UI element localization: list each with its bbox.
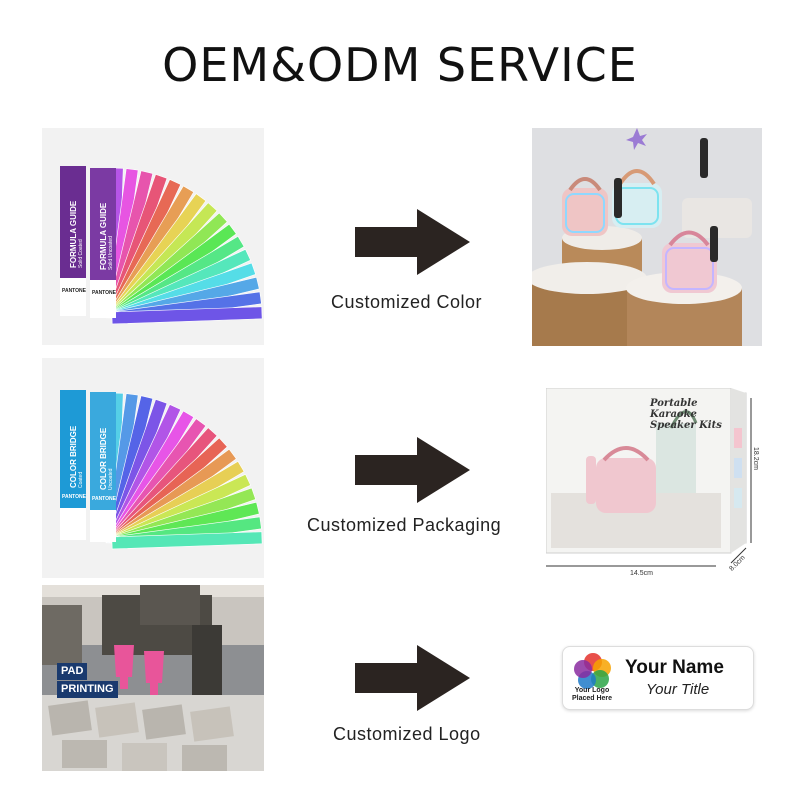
- logo-line2: Placed Here: [571, 695, 613, 702]
- packaging-box-image: [545, 387, 756, 578]
- label-customized-packaging: Customized Packaging: [307, 515, 502, 535]
- namecard-name: Your Name: [625, 657, 724, 678]
- logo-line1: Your Logo: [574, 687, 610, 694]
- dim-width: 14.5cm: [630, 570, 653, 577]
- bridge-2-title: COLOR BRIDGE: [99, 427, 108, 490]
- arrow-right-icon: [355, 437, 470, 503]
- namecard-title: Your Title: [646, 681, 710, 698]
- arrow-right-icon: [355, 209, 470, 275]
- bridge-2-brand: PANTONE: [92, 496, 117, 502]
- guide-2-title: FORMULA GUIDE: [99, 202, 108, 270]
- guide-2-brand: PANTONE: [92, 290, 117, 296]
- bridge-1-title: COLOR BRIDGE: [69, 425, 78, 488]
- box-title-line2: Speaker Kits: [650, 420, 722, 431]
- bridge-1-sub: Coated: [78, 472, 84, 488]
- label-customized-color: Customized Color: [331, 292, 483, 312]
- label-customized-logo: Customized Logo: [333, 724, 481, 744]
- arrow-right-icon: [355, 645, 470, 711]
- box-title: Portable Karaoke Speaker Kits: [650, 398, 730, 431]
- karaoke-speakers-photo: [532, 128, 762, 346]
- logo-flower-icon: [574, 653, 611, 689]
- guide-1-title: FORMULA GUIDE: [69, 200, 78, 268]
- color-bridge-image: COLOR BRIDGE Coated COLOR BRIDGE Uncoate…: [42, 358, 264, 578]
- guide-2-sub: Solid Uncoated: [108, 236, 114, 270]
- page-title: OEM&ODM SERVICE: [162, 38, 638, 92]
- box-title-line1: Portable Karaoke: [650, 398, 698, 420]
- dim-height: 18.2cm: [751, 447, 759, 470]
- pad-badge-line1: PAD: [57, 663, 88, 680]
- formula-guide-image: FORMULA GUIDE Solid Coated FORMULA GUIDE…: [42, 128, 264, 345]
- bridge-2-sub: Uncoated: [108, 468, 114, 490]
- color-swatch: [111, 531, 263, 550]
- guide-1-sub: Solid Coated: [78, 239, 84, 268]
- guide-1-brand: PANTONE: [62, 288, 87, 294]
- pad-badge-line2: PRINTING: [57, 681, 118, 698]
- namecard: Your Logo Placed Here Your Name Your Tit…: [562, 646, 754, 710]
- bridge-1-brand: PANTONE: [62, 494, 87, 500]
- logo-placeholder-text: Your Logo Placed Here: [569, 687, 615, 703]
